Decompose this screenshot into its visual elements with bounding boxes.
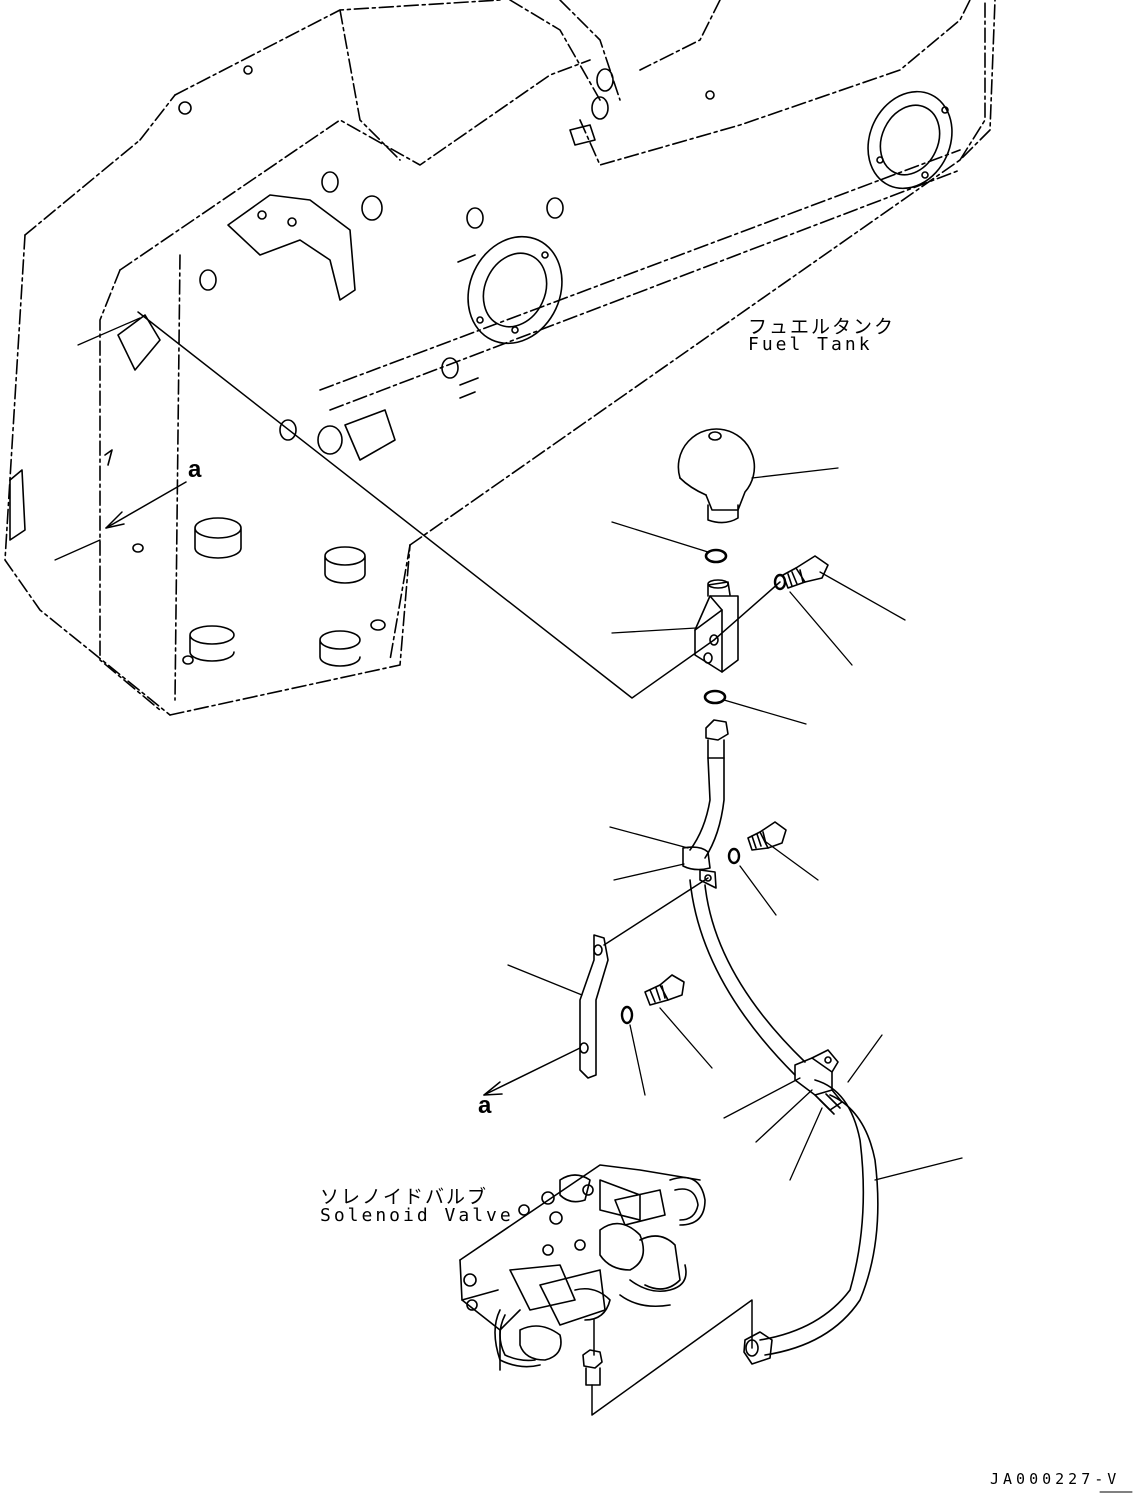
leader-lines bbox=[54, 317, 963, 1181]
solenoid-valve-label-ja: ソレノイドバルブ bbox=[320, 1186, 489, 1208]
stay-plate bbox=[579, 934, 609, 1079]
fuel-tank-label-en: Fuel Tank bbox=[748, 334, 873, 355]
view-mark-a-top: a bbox=[188, 456, 202, 483]
frame-features bbox=[9, 65, 953, 667]
fuel-tank-frame bbox=[4, 0, 996, 716]
o-rings bbox=[703, 548, 728, 705]
fuel-tank-label-ja: フュエルタンク bbox=[748, 316, 896, 338]
connection-lines bbox=[105, 311, 781, 1416]
hose-end-lower bbox=[743, 1331, 773, 1365]
hose-upper bbox=[689, 719, 729, 859]
bolt-lower bbox=[620, 974, 685, 1025]
adapter-bracket bbox=[694, 579, 739, 673]
hose-long bbox=[689, 879, 879, 1356]
solenoid-valve-label-en: Solenoid Valve bbox=[320, 1205, 514, 1226]
valve-fitting bbox=[582, 1349, 603, 1386]
view-mark-a-bottom: a bbox=[478, 1092, 492, 1119]
solenoid-valve bbox=[459, 1164, 706, 1371]
bolt-middle bbox=[727, 821, 787, 865]
bolt-upper bbox=[773, 555, 829, 591]
accumulator-sphere bbox=[677, 428, 756, 524]
drawing-code: JA000227-V bbox=[990, 1470, 1121, 1488]
hose-clamp bbox=[682, 846, 717, 889]
